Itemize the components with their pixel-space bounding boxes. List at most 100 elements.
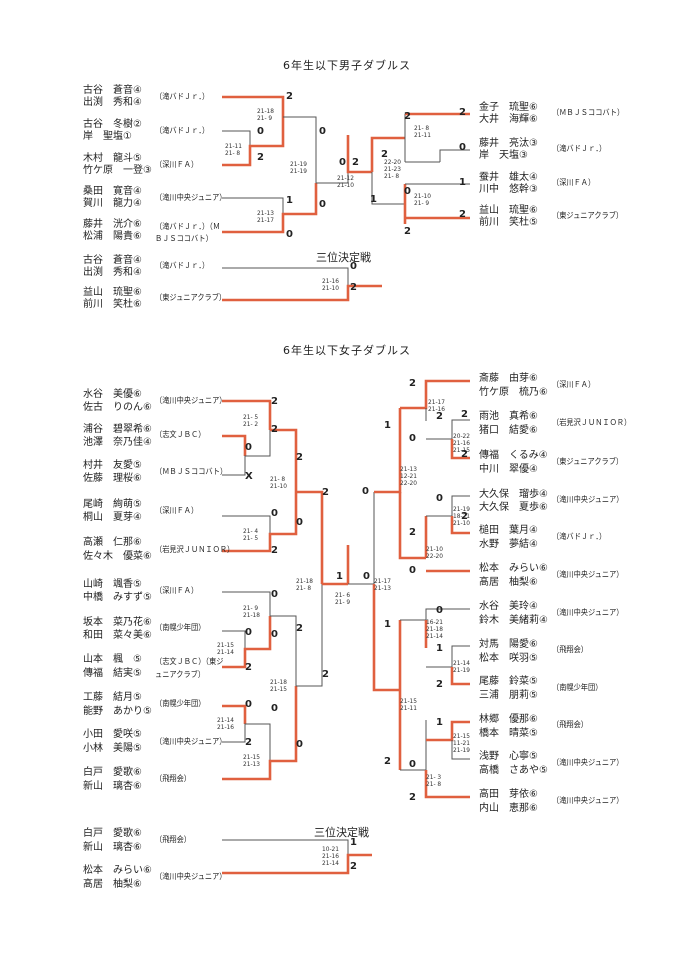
- girls-score-10: 21- 6 21- 9: [335, 591, 351, 606]
- girls-team-11-player-2: 新山 璃杏⑥: [83, 781, 142, 792]
- girls-result: X: [245, 471, 253, 482]
- boys-team-6-player-1: 金子 琉聖⑥: [479, 102, 538, 113]
- girls-result: 0: [363, 571, 370, 582]
- bracket-line: [222, 839, 349, 855]
- girls-third-team-1-player-2: 新山 璃杏⑥: [83, 842, 142, 853]
- girls-result: 1: [384, 420, 391, 431]
- girls-result: 2: [461, 511, 468, 522]
- bracket-line: [451, 740, 470, 760]
- girls-team-9-player-1: 工藤 結月⑤: [83, 692, 142, 703]
- girls-result: 2: [409, 792, 416, 803]
- girls-team-1-player-2: 佐古 りのん⑥: [83, 402, 152, 413]
- girls-result: 1: [384, 619, 391, 630]
- girls-team-2-player-2: 池澤 奈乃佳④: [83, 437, 152, 448]
- girls-result: 2: [384, 756, 391, 767]
- girls-team-4-club: （深川ＦＡ）: [155, 506, 199, 515]
- bracket-line: [426, 645, 470, 668]
- girls-team-4-player-1: 尾崎 絢萌⑤: [83, 499, 142, 510]
- girls-team-6-player-2: 中橋 みすず⑤: [83, 592, 152, 603]
- girls-team-7-club: （南幌少年団）: [155, 623, 206, 632]
- boys-team-2-player-2: 岸 聖塩①: [83, 131, 132, 142]
- girls-team-8-club: （志文ＪＢＣ）（東ジュニアクラブ）: [155, 657, 224, 679]
- girls-team-20-player-2: 三浦 朋莉⑤: [479, 690, 538, 701]
- girls-team-5-club: （岩見沢ＪＵＮＩＯＲ）: [155, 545, 235, 554]
- girls-result: 2: [296, 452, 303, 463]
- girls-score-17: 16-21 21-18 21-14: [426, 618, 444, 640]
- boys-team-3-player-2: 竹ケ原 一登③: [83, 165, 152, 176]
- bracket-line: [270, 615, 297, 686]
- girls-team-10-player-2: 小林 美陽⑤: [83, 743, 142, 754]
- girls-result: 0: [296, 739, 303, 750]
- winner-path-line: [222, 686, 298, 781]
- girls-result: 0: [409, 759, 416, 770]
- boys-team-8-player-2: 川中 悠幹③: [479, 184, 538, 195]
- girls-result: 0: [245, 627, 252, 638]
- girls-result: 0: [271, 629, 278, 640]
- girls-result: 2: [461, 449, 468, 460]
- winner-path-line: [222, 399, 272, 430]
- girls-result: 2: [271, 545, 278, 556]
- winner-path-line: [222, 853, 372, 875]
- girls-result: 2: [245, 662, 252, 673]
- girls-team-11-player-1: 白戸 愛歌⑥: [83, 767, 142, 778]
- girls-third-team-1-club: （飛翔会）: [155, 835, 191, 844]
- girls-team-12-player-2: 竹ケ原 梳乃⑥: [479, 387, 548, 398]
- boys-score-9: 21-16 21-10: [322, 277, 340, 292]
- bracket-line: [439, 149, 470, 162]
- boys-team-7-player-2: 岸 天塩③: [479, 150, 528, 161]
- boys-score-3: 21-19 21-19: [290, 160, 308, 175]
- girls-result: 1: [350, 837, 357, 848]
- boys-result: 2: [404, 111, 411, 122]
- girls-team-6-player-1: 山崎 颯香⑤: [83, 579, 142, 590]
- girls-team-12-club: （深川ＦＡ）: [552, 380, 596, 389]
- boys-result: 2: [404, 226, 411, 237]
- winner-path-line: [296, 490, 324, 584]
- girls-team-5-player-1: 高瀬 仁那⑥: [83, 537, 142, 548]
- girls-score-6: 21-18 21-15: [270, 678, 288, 693]
- girls-result: 0: [245, 699, 252, 710]
- girls-result: 0: [409, 433, 416, 444]
- bracket-line: [222, 267, 349, 286]
- girls-score-18: 21-14 21-19: [453, 659, 471, 674]
- girls-result: 0: [362, 486, 369, 497]
- boys-result: 2: [352, 157, 359, 168]
- winner-path-line: [372, 584, 400, 692]
- girls-result: 2: [271, 396, 278, 407]
- boys-team-9-player-1: 益山 琉聖⑥: [479, 205, 538, 216]
- girls-team-13-player-1: 雨池 真希⑥: [479, 411, 538, 422]
- girls-team-14-club: （東ジュニアクラブ）: [552, 457, 624, 466]
- girls-result: 0: [271, 589, 278, 600]
- boys-score-5: 21-12 21-10: [337, 174, 355, 189]
- boys-score-4: 21-13 21-17: [257, 209, 275, 224]
- girls-result: 1: [336, 571, 343, 582]
- boys-result: 2: [459, 107, 466, 118]
- girls-team-4-player-2: 桐山 夏芽④: [83, 512, 142, 523]
- girls-result: 1: [436, 643, 443, 654]
- girls-team-18-player-1: 水谷 美玲④: [479, 601, 538, 612]
- girls-team-21-club: （飛翔会）: [552, 720, 588, 729]
- winner-path-line: [222, 434, 247, 456]
- boys-result: 1: [286, 195, 293, 206]
- bracket-line: [348, 492, 375, 585]
- girls-result: 0: [296, 517, 303, 528]
- girls-score-1: 21- 5 21- 2: [243, 413, 259, 428]
- girls-score-16: 21-17 21-13: [374, 577, 392, 592]
- girls-score-2: 21- 8 21-10: [270, 475, 288, 490]
- girls-team-13-player-2: 猪口 結愛⑥: [479, 425, 538, 436]
- girls-team-20-club: （南幌少年団）: [552, 683, 603, 692]
- girls-team-7-player-1: 坂本 菜乃花⑥: [83, 617, 152, 628]
- girls-team-9-club: （南幌少年団）: [155, 699, 206, 708]
- bracket-line: [222, 630, 246, 649]
- girls-score-8: 21-15 21-13: [243, 753, 261, 768]
- boys-team-3-player-1: 木村 龍斗⑤: [83, 153, 142, 164]
- girls-team-14-player-2: 中川 翠優④: [479, 464, 538, 475]
- girls-score-19: 21-15 21-11: [400, 697, 418, 712]
- boys-team-8-club: （深川ＦＡ）: [552, 178, 596, 187]
- girls-team-21-player-2: 橋本 晴菜⑤: [479, 728, 538, 739]
- bracket-line: [371, 172, 405, 205]
- girls-team-21-player-1: 林郷 優那⑥: [479, 714, 538, 725]
- girls-score-4: 21- 9 21-18: [243, 604, 261, 619]
- boys-team-4-club: （滝川中央ジュニア）: [155, 193, 227, 202]
- boys-result: 1: [459, 177, 466, 188]
